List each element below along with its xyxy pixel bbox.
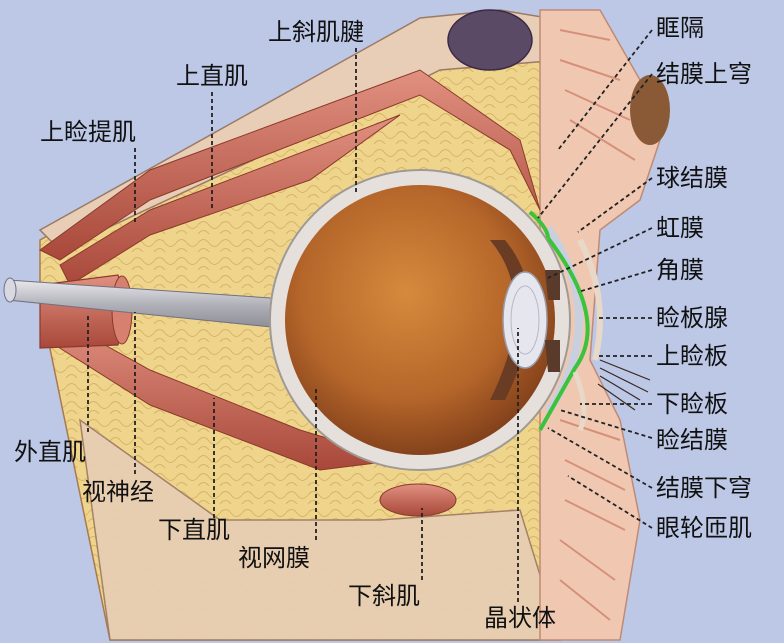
- sinus-cavity: [447, 9, 533, 71]
- globe-interior: [285, 185, 555, 455]
- label-inferior-fornix: 结膜下穹: [656, 474, 752, 502]
- eyelashes: [597, 359, 651, 411]
- label-levator-palpebrae: 上睑提肌: [40, 118, 136, 146]
- lens-shape: [502, 271, 548, 369]
- label-meibomian-gland: 睑板腺: [656, 304, 728, 332]
- iris-shape: [545, 270, 560, 372]
- leader-lines: [87, 29, 653, 602]
- label-palpebral-conjunctiva: 睑结膜: [656, 426, 728, 454]
- label-superior-fornix: 结膜上穹: [656, 60, 752, 88]
- conjunctiva-highlight: [528, 210, 590, 431]
- inferior-oblique-muscle: [379, 483, 457, 517]
- eyebrow: [630, 75, 670, 145]
- label-inferior-oblique: 下斜肌: [348, 582, 420, 610]
- label-lateral-rectus: 外直肌: [14, 438, 86, 466]
- upper-tarsal-plate: [577, 238, 603, 361]
- label-inferior-rectus: 下直肌: [158, 516, 230, 544]
- label-cornea: 角膜: [656, 256, 704, 284]
- label-iris: 虹膜: [656, 214, 704, 242]
- lower-tarsal-plate: [572, 371, 587, 432]
- eyelid-skin: [539, 9, 661, 641]
- label-superior-rectus: 上直肌: [176, 62, 248, 90]
- label-retina: 视网膜: [238, 544, 310, 572]
- label-lens: 晶状体: [484, 604, 556, 632]
- levator-muscle: [39, 69, 541, 261]
- label-superior-oblique-tendon: 上斜肌腱: [268, 18, 364, 46]
- label-orbicularis-oculi: 眼轮匝肌: [656, 514, 752, 542]
- label-orbital-septum: 眶隔: [656, 14, 704, 42]
- label-lower-tarsus: 下睑板: [656, 390, 728, 418]
- label-upper-tarsus: 上睑板: [656, 342, 728, 370]
- orbicularis-muscle-fibers: [559, 29, 636, 621]
- label-optic-nerve: 视神经: [82, 478, 154, 506]
- label-bulbar-conjunctiva: 球结膜: [656, 164, 728, 192]
- orbital-floor-bone: [79, 418, 562, 641]
